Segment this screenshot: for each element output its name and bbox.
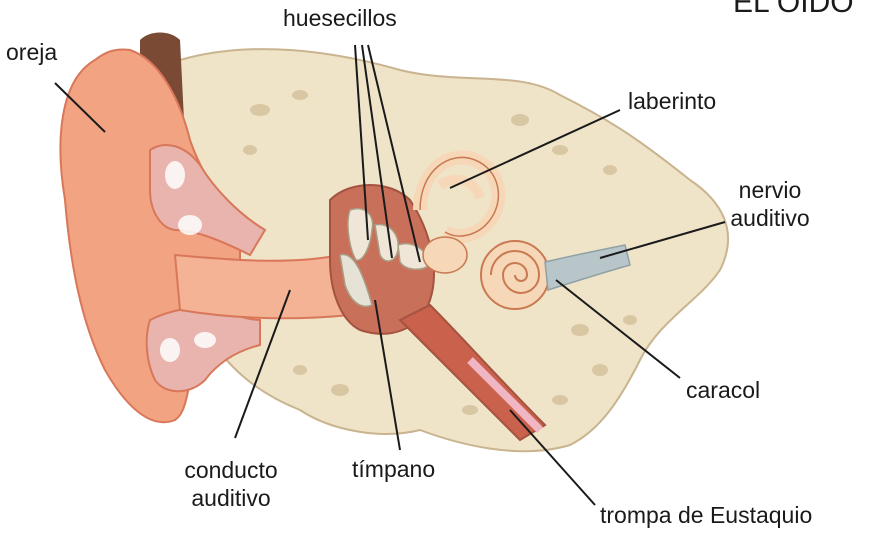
label-conducto-line1: conducto [163, 456, 299, 484]
label-timpano: tímpano [352, 455, 435, 483]
diagram-title: EL OÍDO [733, 0, 854, 20]
label-laberinto: laberinto [628, 87, 716, 115]
label-conducto-line2: auditivo [163, 484, 299, 512]
label-nervio-line2: auditivo [714, 204, 826, 232]
label-nervio-line1: nervio [714, 176, 826, 204]
cochlea [481, 241, 549, 309]
label-nervio-auditivo: nervio auditivo [714, 176, 826, 232]
label-oreja: oreja [6, 38, 57, 66]
label-trompa-de-eustaquio: trompa de Eustaquio [600, 501, 812, 529]
ear-canal [175, 255, 350, 318]
label-huesecillos: huesecillos [283, 4, 397, 32]
label-caracol: caracol [686, 376, 760, 404]
label-conducto-auditivo: conducto auditivo [163, 456, 299, 512]
